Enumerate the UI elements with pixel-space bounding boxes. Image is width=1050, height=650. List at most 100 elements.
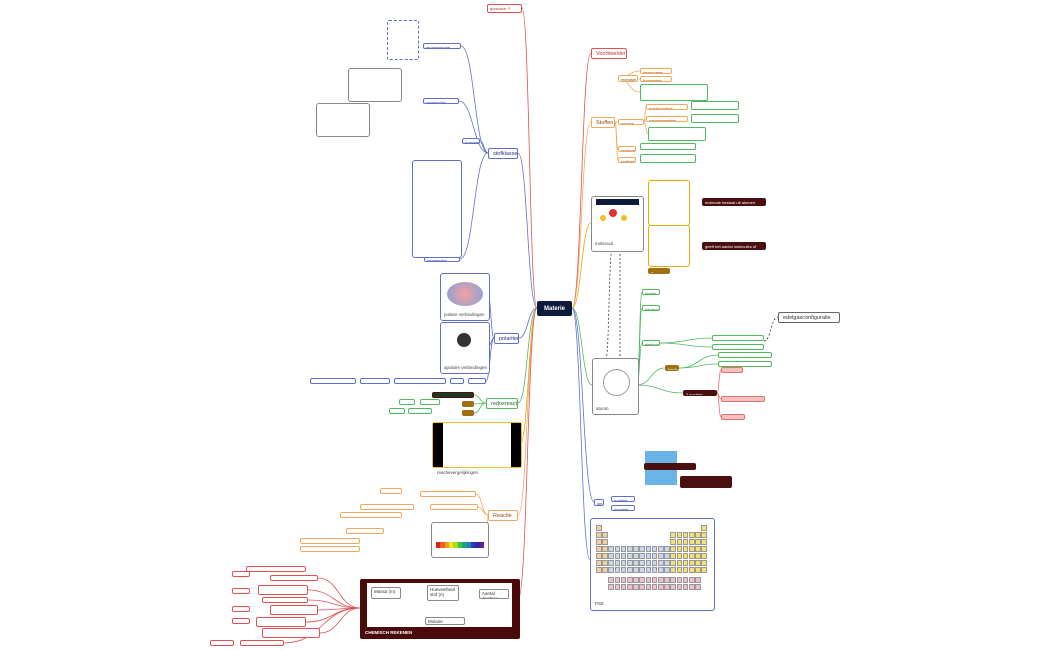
stoffen-item-4[interactable]: enkelvoudige stoffen [646, 104, 688, 110]
stoffen-note-6 [640, 154, 696, 163]
element-cell [670, 553, 676, 560]
rt-item-6 [346, 528, 384, 534]
element-cell [658, 577, 664, 584]
atom-orbit-icon [603, 369, 630, 396]
stoffen-item-1[interactable]: heterogeen mengsel [640, 68, 672, 74]
element-cell [602, 553, 608, 560]
element-cell [614, 577, 621, 584]
element-cell [676, 560, 683, 567]
element-cell [664, 560, 670, 567]
glossary-link[interactable]: glossaire ↗ [487, 4, 522, 13]
element-cell [620, 577, 627, 584]
stoffen-item-5[interactable]: samengestelde stoffen [646, 116, 688, 122]
element-cell [664, 577, 670, 584]
redox-item-1 [399, 399, 415, 405]
connector-line [571, 307, 593, 386]
element-cell [651, 560, 658, 567]
image-edge [511, 423, 521, 467]
voorbeelden-node[interactable]: Voorbeelden [591, 48, 627, 59]
rt-item-5 [340, 512, 402, 518]
connector-line [571, 121, 592, 309]
element-cell [608, 577, 614, 584]
element-cell [633, 567, 639, 574]
apolair-image: apolaire verbindingen [440, 322, 490, 374]
cr-item-6 [256, 617, 306, 627]
stoffen-item-0[interactable]: mengsel [618, 75, 638, 82]
atoom-item-4[interactable]: 2 soorten bindingen [683, 390, 717, 396]
atoom-sub-3 [718, 352, 772, 358]
redox-node[interactable]: redoxreacties [486, 398, 518, 409]
element-cell [627, 584, 633, 591]
connector-line [485, 337, 495, 382]
stoffen-item-2[interactable]: homogeen mengsel [640, 76, 672, 82]
dashed-link [763, 316, 779, 342]
stof-item-2[interactable]: isomeren [462, 138, 480, 144]
ph-color-segment [470, 542, 476, 548]
ph-color-segment [466, 542, 471, 548]
element-cell [596, 525, 602, 532]
connector-line [477, 506, 489, 516]
binding-type-2 [721, 396, 765, 402]
stoffen-item-7[interactable]: synthese [618, 157, 636, 163]
element-cell [627, 577, 633, 584]
stoffen-note-3 [691, 114, 739, 123]
atoom-item-1[interactable]: neutron [642, 305, 660, 311]
atoom-item-2[interactable]: elektron [642, 340, 660, 346]
connector-line [517, 152, 538, 309]
atoom-sub-2 [712, 344, 764, 350]
pse-card[interactable]: PSE [590, 518, 715, 611]
stoffen-node[interactable]: Stoffen [591, 117, 615, 128]
element-cell [689, 584, 695, 591]
molecuul-card[interactable]: molecuul [591, 196, 644, 252]
atoom-item-3[interactable]: binding [665, 365, 679, 371]
ph-color-segment [453, 542, 458, 548]
connector-line [636, 367, 666, 386]
rt-item-1 [380, 488, 402, 494]
cr-item-7 [262, 628, 320, 638]
stofklassen-node[interactable]: stofklassen [488, 148, 518, 159]
redox-header [432, 392, 474, 398]
element-cell [670, 567, 676, 574]
stoffen-item-3[interactable]: zuivere stoffen [618, 119, 644, 125]
polar-row-4 [450, 378, 464, 384]
ion-node[interactable]: ion [594, 499, 604, 506]
element-cell [658, 584, 664, 591]
stof-item-1[interactable]: organische verbindingen [423, 98, 459, 104]
element-cell [670, 560, 676, 567]
stoffen-note-2 [691, 101, 739, 110]
element-cell [627, 553, 633, 560]
stoffen-note-4 [648, 127, 706, 141]
polariteit-node[interactable]: polariteit [494, 333, 519, 344]
isotoop-note-1 [644, 463, 696, 470]
ion-item-1[interactable]: negatief ion [611, 505, 635, 511]
ph-scale-image [431, 522, 489, 558]
hydrogen-icon [600, 215, 606, 221]
reactietypes-node[interactable]: Reactie types [488, 510, 518, 521]
chemisch-rekenen-card[interactable]: Massa (m) Hoeveelheid stof (n) Aantal de… [360, 579, 520, 639]
element-cell [670, 577, 676, 584]
atoom-card[interactable]: atoom [592, 358, 639, 415]
element-cell [602, 539, 608, 546]
atoom-sub-4 [718, 361, 772, 367]
connector-line [678, 363, 719, 369]
cr-item-9 [210, 640, 234, 646]
cr-item-10 [232, 571, 250, 577]
concentratie-box: Molaire concentratie (c) [425, 617, 465, 625]
oxygen-icon [609, 209, 617, 217]
atoom-sub-1 [712, 335, 764, 341]
connector-line [319, 607, 361, 634]
stof-item-0[interactable]: anorganische verbindingen [423, 43, 461, 49]
center-node[interactable]: Materie [537, 301, 572, 316]
atoom-item-0[interactable]: proton [642, 289, 660, 295]
element-cell [614, 553, 621, 560]
stoffen-item-6[interactable]: molecuul [618, 146, 636, 152]
ion-item-0[interactable]: positief ion [611, 496, 635, 502]
element-cell [633, 553, 639, 560]
edelgas-node[interactable]: edelgasconfiguratie bereiken [778, 312, 840, 323]
element-cell [670, 584, 676, 591]
element-cell [701, 553, 707, 560]
pse-label: PSE [595, 601, 605, 606]
polar-row-3 [394, 378, 446, 384]
element-cell [639, 553, 645, 560]
element-cell [664, 553, 670, 560]
